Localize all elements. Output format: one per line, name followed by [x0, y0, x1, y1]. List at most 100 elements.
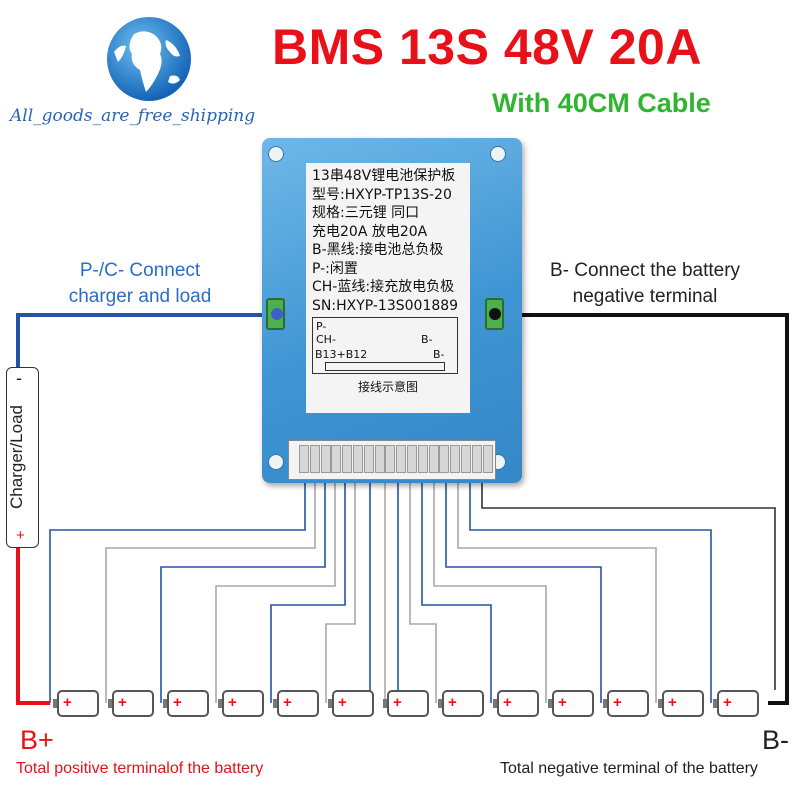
- cell-terminal: [328, 699, 332, 708]
- battery-cell: +: [222, 690, 264, 717]
- battery-cell: +: [442, 690, 484, 717]
- b-minus-wire: [500, 313, 789, 705]
- load-minus-sign: -: [16, 368, 22, 388]
- balance-wire-10: [409, 470, 437, 703]
- cell-plus-sign: +: [558, 694, 567, 711]
- connector-pin: [374, 445, 385, 473]
- connector-pin: [407, 445, 417, 473]
- schematic-p-minus: P-: [316, 320, 327, 333]
- shipping-text: All_goods_are_free_shipping: [10, 106, 256, 126]
- balance-wire-1: [49, 470, 306, 703]
- schematic-b13-b12: B13+B12: [315, 348, 368, 361]
- connector-pin: [342, 445, 353, 473]
- total-positive-caption: Total positive terminalof the battery: [16, 760, 264, 777]
- connector-pin: [461, 445, 471, 473]
- b-minus-terminal-screw: [489, 308, 501, 320]
- p-minus-wire: [16, 313, 285, 367]
- sticker-line: 充电20A 放电20A: [312, 223, 428, 240]
- connector-pin: [363, 445, 374, 473]
- mount-hole: [268, 454, 284, 470]
- connector-pin: [309, 445, 320, 473]
- balance-connector: [288, 440, 496, 480]
- battery-cell: +: [717, 690, 759, 717]
- sticker-line: 规格:三元锂 同口: [312, 205, 420, 221]
- b-plus-label: B+: [20, 725, 54, 755]
- globe-icon: [107, 17, 191, 101]
- balance-wire-6: [325, 470, 356, 703]
- product-subtitle: With 40CM Cable: [492, 88, 711, 118]
- cell-terminal: [603, 699, 607, 708]
- connector-pin: [439, 445, 450, 473]
- p-minus-label: P-/C- Connect charger and load: [40, 258, 240, 310]
- cell-terminal: [713, 699, 717, 708]
- b-minus-label-line2: negative terminal: [572, 286, 718, 307]
- connector-pin: [428, 445, 439, 473]
- b-minus-label-line1: B- Connect the battery: [549, 260, 741, 281]
- b-minus-terminal-label: B-: [762, 725, 789, 755]
- connector-pin: [471, 445, 482, 473]
- cell-plus-sign: +: [228, 694, 237, 711]
- balance-wire-15: [469, 470, 712, 703]
- cell-plus-sign: +: [613, 694, 622, 711]
- cell-plus-sign: +: [448, 694, 457, 711]
- connector-pin: [353, 445, 363, 473]
- sticker-line: P-:闲置: [312, 260, 358, 277]
- cell-terminal: [108, 699, 112, 708]
- battery-cell: +: [497, 690, 539, 717]
- schematic-b-minus: B-: [421, 333, 433, 346]
- cell-terminal: [383, 699, 387, 708]
- cell-terminal: [438, 699, 442, 708]
- cell-plus-sign: +: [173, 694, 182, 711]
- balance-wire-2: [105, 470, 316, 703]
- battery-cell: +: [607, 690, 649, 717]
- sticker-line: SN:HXYP-13S001889: [312, 297, 459, 314]
- cell-plus-sign: +: [503, 694, 512, 711]
- balance-wire-b-minus: [481, 470, 776, 690]
- battery-cell: +: [112, 690, 154, 717]
- board-label-sticker: 13串48V锂电池保护板 型号:HXYP-TP13S-20 规格:三元锂 同口 …: [306, 163, 470, 413]
- connector-pin: [396, 445, 407, 473]
- connector-pin: [320, 445, 331, 473]
- sticker-line: B-黑线:接电池总负极: [312, 242, 444, 258]
- battery-cell: +: [332, 690, 374, 717]
- mount-hole: [490, 146, 506, 162]
- cell-plus-sign: +: [118, 694, 127, 711]
- sticker-line: 型号:HXYP-TP13S-20: [312, 186, 452, 203]
- charger-load-box: [6, 367, 39, 548]
- cell-plus-sign: +: [63, 694, 72, 711]
- balance-wire-13: [445, 470, 602, 703]
- p-minus-label-line2: charger and load: [68, 286, 212, 307]
- battery-cell: +: [277, 690, 319, 717]
- connector-pin: [385, 445, 396, 473]
- balance-wire-5: [270, 470, 346, 703]
- battery-cell: +: [167, 690, 209, 717]
- schematic-connector: [325, 362, 445, 371]
- cell-terminal: [493, 699, 497, 708]
- connector-pin: [417, 445, 428, 473]
- connector-pin: [482, 445, 493, 473]
- charger-load-label: Charger/Load: [7, 405, 26, 509]
- balance-wire-11: [421, 470, 492, 703]
- connector-pin: [299, 445, 309, 473]
- schematic-b-minus-bottom: B-: [433, 348, 445, 361]
- cell-plus-sign: +: [723, 694, 732, 711]
- product-title: BMS 13S 48V 20A: [272, 19, 702, 75]
- balance-wire-14: [457, 470, 657, 703]
- schematic-caption: 接线示意图: [357, 380, 418, 394]
- battery-cell: +: [662, 690, 704, 717]
- cell-terminal: [548, 699, 552, 708]
- b-minus-label: B- Connect the battery negative terminal: [520, 258, 770, 310]
- cell-terminal: [218, 699, 222, 708]
- mount-hole: [268, 146, 284, 162]
- p-minus-terminal-screw: [271, 308, 283, 320]
- connector-pin: [450, 445, 461, 473]
- total-negative-caption: Total negative terminal of the battery: [500, 760, 758, 777]
- connector-pin: [331, 445, 342, 473]
- cell-plus-sign: +: [393, 694, 402, 711]
- schematic-ch-minus: CH-: [316, 333, 336, 346]
- sticker-line: 13串48V锂电池保护板: [312, 168, 456, 184]
- battery-cell: +: [57, 690, 99, 717]
- load-plus-sign: +: [16, 527, 25, 544]
- cell-plus-sign: +: [668, 694, 677, 711]
